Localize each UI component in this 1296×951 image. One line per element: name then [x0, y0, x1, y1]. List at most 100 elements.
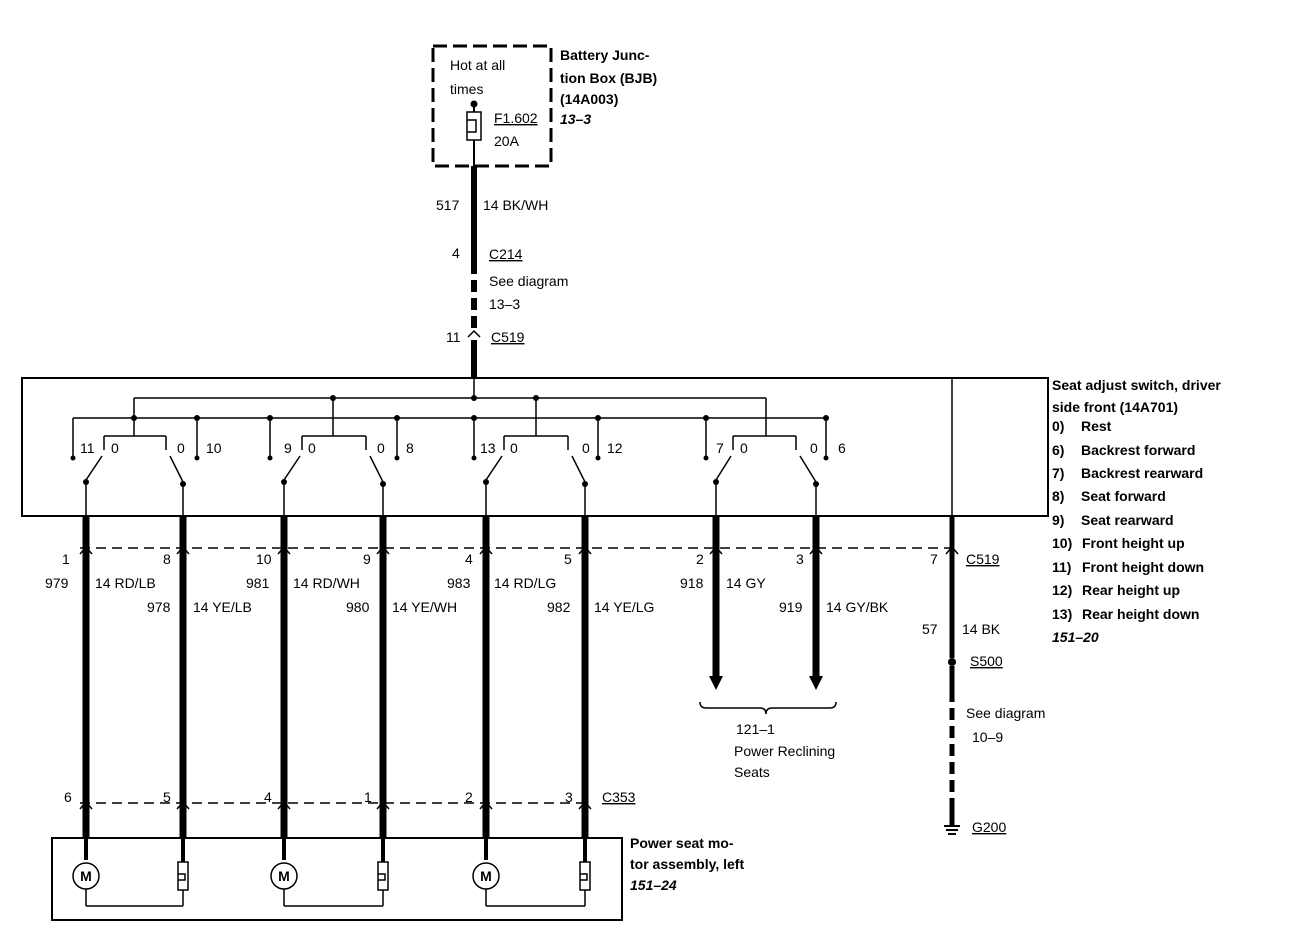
- legend-num: 6): [1052, 442, 1064, 458]
- wire-color: 14 RD/WH: [293, 575, 360, 591]
- ground-see-ref: 10–9: [972, 729, 1003, 745]
- wire-pin-bottom: 4: [264, 789, 272, 805]
- c214-see-diagram: See diagram: [489, 273, 568, 289]
- wire-pin-bottom: 6: [64, 789, 72, 805]
- legend-num: 10): [1052, 535, 1072, 551]
- contact-label: 7: [716, 440, 724, 456]
- ground-id: G200: [972, 819, 1006, 835]
- wire-pin-bottom: 2: [465, 789, 473, 805]
- reclining-label-2: Seats: [734, 764, 770, 780]
- contact-label: 0: [111, 440, 119, 456]
- seat-adjust-switch: 11 0 0 10 9 0 0 8 13 0 0 12 7 0 0 6: [21, 377, 1049, 517]
- legend-num: 8): [1052, 488, 1064, 504]
- wire-color: 14 GY/BK: [826, 599, 889, 615]
- switch-outline: [21, 377, 1049, 517]
- contact-label: 0: [377, 440, 385, 456]
- motor-m-label: M: [278, 868, 290, 884]
- wire-circuit: 919: [779, 599, 803, 615]
- splice-label: S500: [970, 653, 1003, 669]
- wire-circuit: 978: [147, 599, 171, 615]
- wire-circuit: 983: [447, 575, 471, 591]
- wire-pin-top: 1: [62, 551, 70, 567]
- legend-text: Seat forward: [1081, 488, 1166, 504]
- contact-label: 13: [480, 440, 496, 456]
- legend-num: 9): [1052, 512, 1064, 528]
- contact-label: 0: [510, 440, 518, 456]
- legend-text: Backrest forward: [1081, 442, 1195, 458]
- c519-feed-pin: 11: [446, 329, 461, 345]
- switch-title-line-2: side front (14A701): [1052, 399, 1178, 415]
- contact-label: 6: [838, 440, 846, 456]
- contact-label: 0: [810, 440, 818, 456]
- bjb-hot-line-2: times: [450, 81, 483, 97]
- wire-pin-top: 2: [696, 551, 704, 567]
- contact-label: 9: [284, 440, 292, 456]
- motor-ref: 151–24: [630, 877, 677, 893]
- wire-circuit: 981: [246, 575, 270, 591]
- wire-pin-bottom: 5: [163, 789, 171, 805]
- legend-text: Front height down: [1082, 559, 1204, 575]
- contact-label: 11: [80, 440, 95, 456]
- fuse-rating: 20A: [494, 133, 520, 149]
- contact-label: 12: [607, 440, 623, 456]
- wire-pin-top: 5: [564, 551, 572, 567]
- connector-c519: C519: [79, 545, 1000, 567]
- contact-label: 0: [308, 440, 316, 456]
- c214-label: C214: [489, 246, 523, 262]
- bjb-title-line-2: tion Box (BJB): [560, 70, 657, 86]
- motor-assembly-outline: [51, 837, 623, 921]
- fuse-icon: [466, 111, 482, 141]
- switch-legend: Seat adjust switch, driver side front (1…: [1052, 377, 1221, 645]
- legend-num: 0): [1052, 418, 1064, 434]
- legend-text: Rear height down: [1082, 606, 1199, 622]
- legend-text: Rear height up: [1082, 582, 1180, 598]
- legend-num: 13): [1052, 606, 1072, 622]
- legend-num: 11): [1052, 559, 1071, 575]
- contact-label: 8: [406, 440, 414, 456]
- ground-see-diagram: See diagram: [966, 705, 1045, 721]
- fuse-id: F1.602: [494, 110, 538, 126]
- wire-pin-top: 9: [363, 551, 371, 567]
- ground-wire-color: 14 BK: [962, 621, 1001, 637]
- switch-title-line-1: Seat adjust switch, driver: [1052, 377, 1221, 393]
- contact-label: 0: [740, 440, 748, 456]
- c519-feed-label: C519: [491, 329, 525, 345]
- wire-color: 14 RD/LG: [494, 575, 556, 591]
- wire-circuit: 980: [346, 599, 370, 615]
- connector-c353: C353: [79, 789, 636, 810]
- battery-junction-box: Hot at all times F1.602 20A Battery Junc…: [431, 44, 657, 168]
- contact-label: 10: [206, 440, 222, 456]
- circuit-breaker-icon: [177, 861, 189, 891]
- feed-circuit-number: 517: [436, 197, 460, 213]
- wire-pin-top: 3: [796, 551, 804, 567]
- legend-text: Backrest rearward: [1081, 465, 1203, 481]
- harness-wires: [82, 516, 960, 838]
- reclining-ref: 121–1: [736, 721, 775, 737]
- legend-num: 7): [1052, 465, 1064, 481]
- bjb-hot-line-1: Hot at all: [450, 57, 505, 73]
- bjb-title-line-3: (14A003): [560, 91, 618, 107]
- wire-circuit: 982: [547, 599, 571, 615]
- circuit-breaker-icon: [579, 861, 591, 891]
- bjb-title-line-1: Battery Junc-: [560, 47, 650, 63]
- wire-color: 14 RD/LB: [95, 575, 156, 591]
- motor-title-line-2: tor assembly, left: [630, 856, 744, 872]
- feed-wire-color: 14 BK/WH: [483, 197, 548, 213]
- reclining-seats-ref: 121–1 Power Reclining Seats: [699, 701, 837, 780]
- ground-icon: [944, 825, 960, 835]
- ground-circuit: 57: [922, 621, 938, 637]
- ground-circuit-labels: 7 57 14 BK S500 See diagram 10–9 G200: [922, 551, 1045, 835]
- wire-pin-top: 4: [465, 551, 473, 567]
- motor-m-label: M: [480, 868, 492, 884]
- legend-text: Seat rearward: [1081, 512, 1174, 528]
- legend-text: Front height up: [1082, 535, 1185, 551]
- wire-color: 14 GY: [726, 575, 766, 591]
- bracket: [699, 701, 837, 715]
- c353-label: C353: [602, 789, 636, 805]
- wire-pin-top: 10: [256, 551, 272, 567]
- bjb-ref: 13–3: [560, 111, 591, 127]
- wire-pin-bottom: 3: [565, 789, 573, 805]
- feed-wire-517: 517 14 BK/WH 4 C214 See diagram 13–3 11 …: [436, 166, 568, 378]
- c519-label: C519: [966, 551, 1000, 567]
